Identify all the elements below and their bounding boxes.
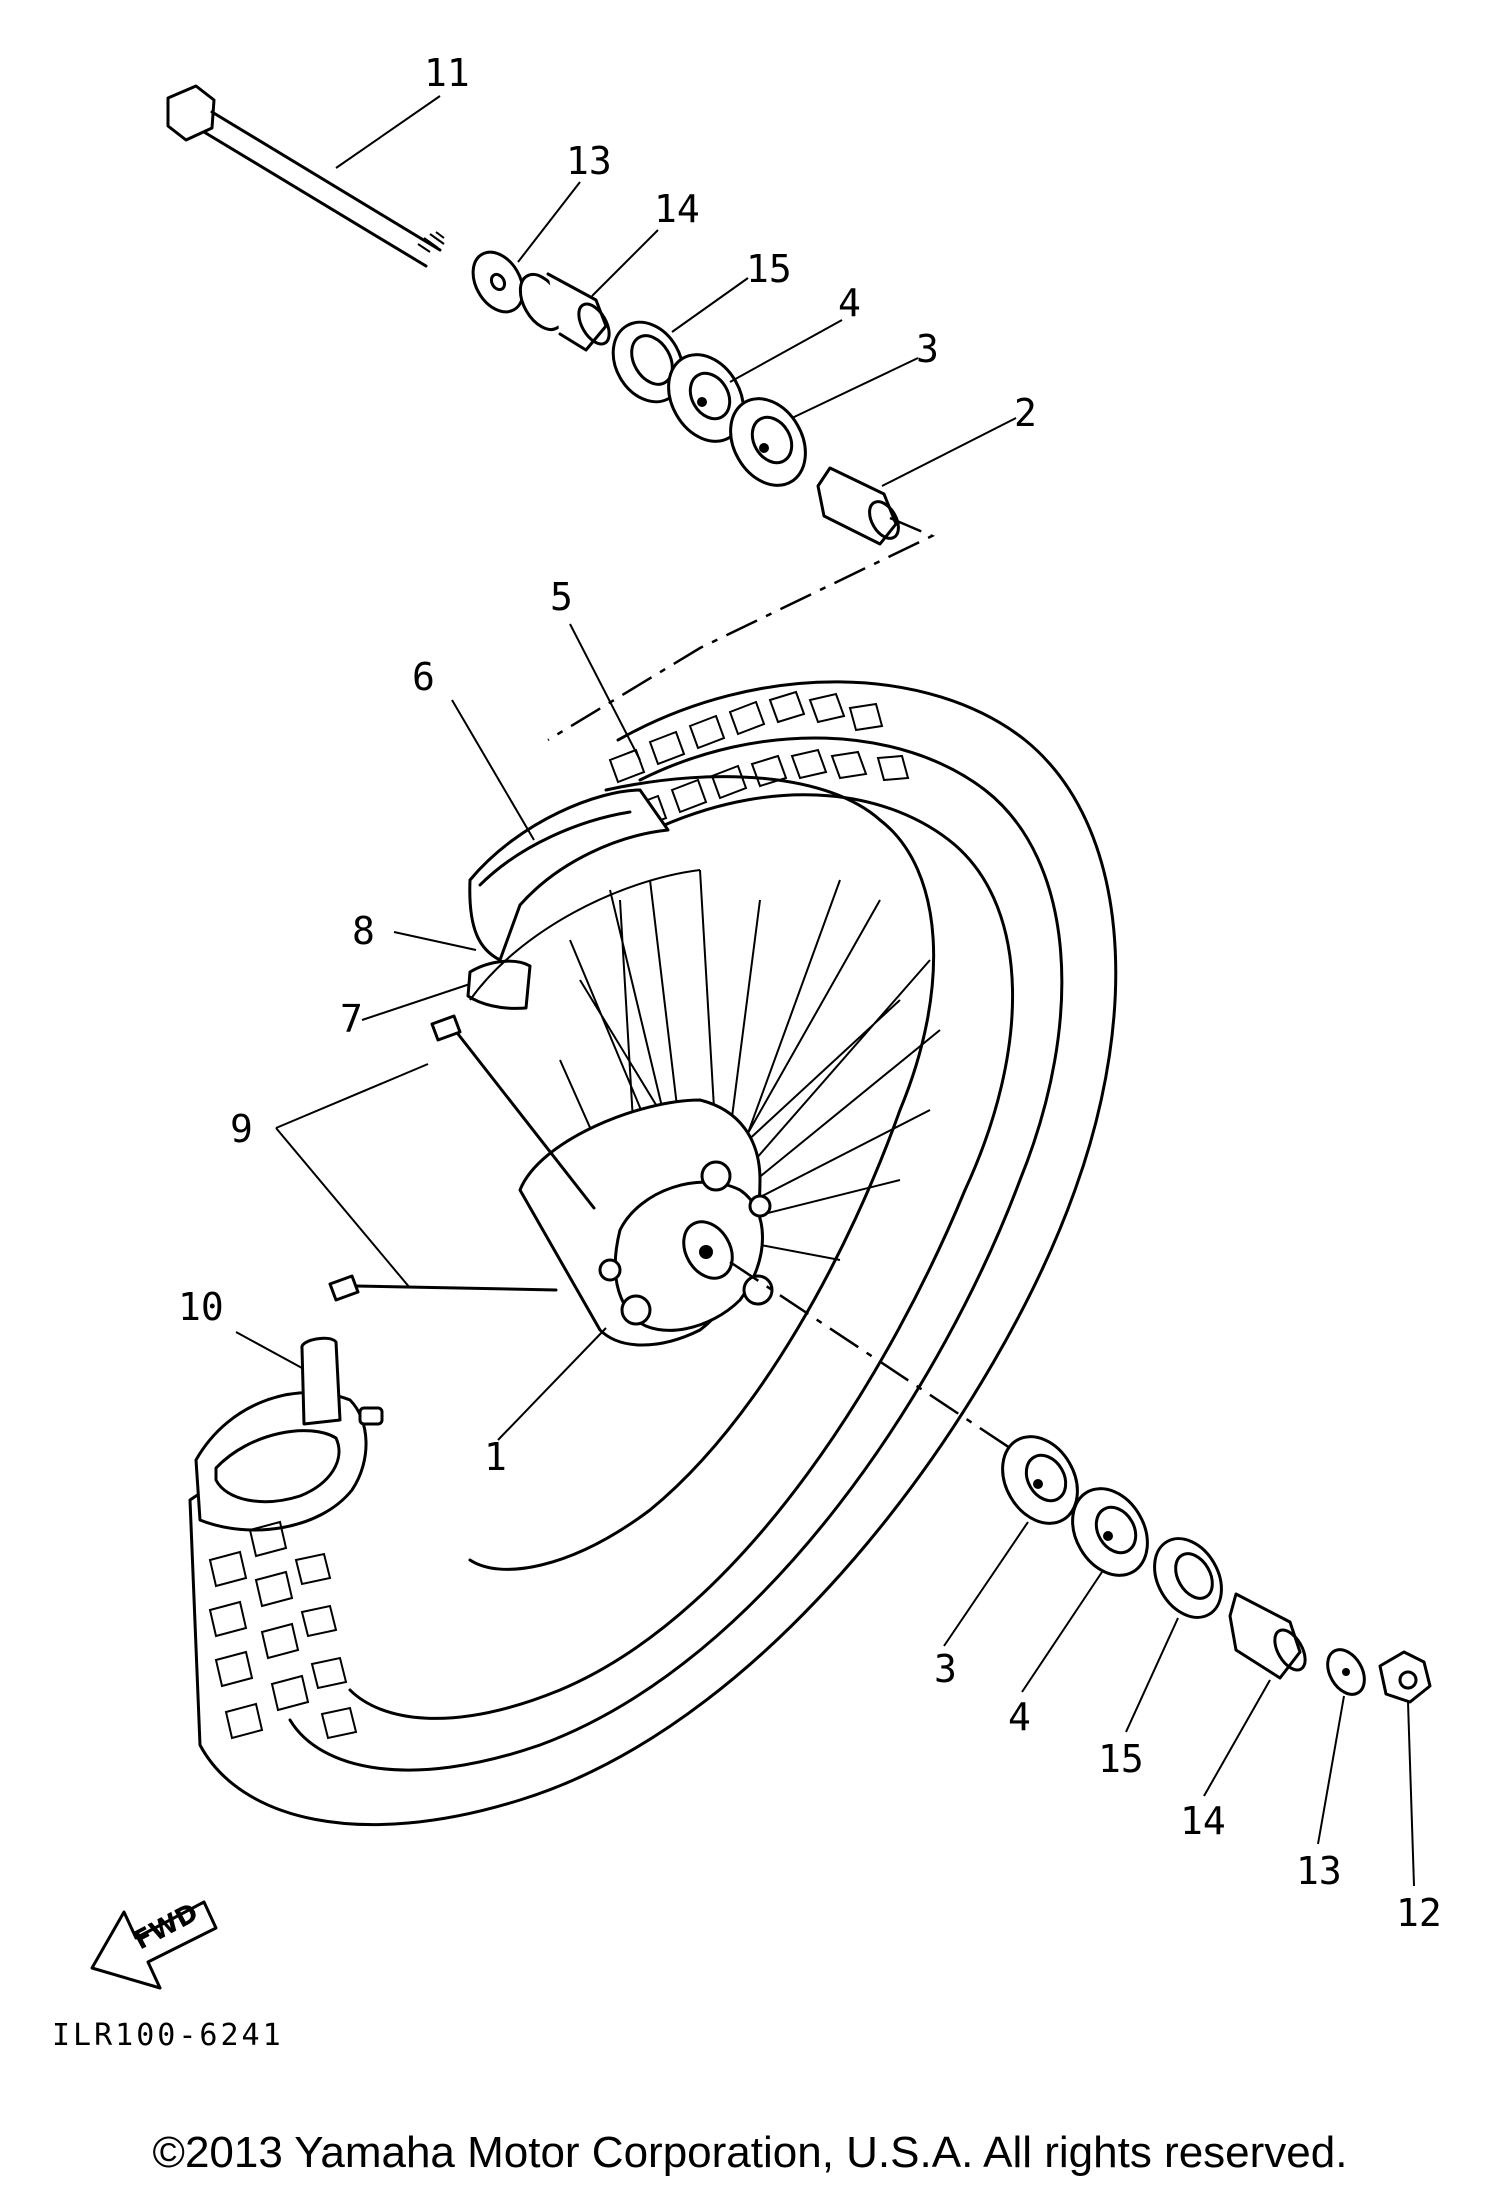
tube-part [468,788,670,962]
bearing-part-lower-4 [1071,1487,1149,1577]
callout-8: 8 [352,909,375,953]
spokes [469,869,941,1261]
washer-part-lower [1326,1648,1366,1696]
figure-code: ILR100-6241 [52,2018,284,2053]
spacer-part [816,466,900,546]
callout-13-upper: 13 [566,139,612,183]
collar-part-upper [518,272,611,352]
callout-14-upper: 14 [654,187,700,231]
copyright-notice: ©2013 Yamaha Motor Corporation, U.S.A. A… [152,2128,1348,2177]
callout-10: 10 [178,1285,224,1329]
rim-band-part [466,959,532,1010]
bearing-part-upper-3 [729,397,807,487]
callout-13-lower: 13 [1296,1849,1342,1893]
callout-3-upper: 3 [916,327,939,371]
callout-15-lower: 15 [1098,1737,1144,1781]
washer-part-upper [471,250,525,314]
hub-part [518,1098,774,1347]
spoke-nipple-part [328,1014,596,1302]
bearing-part-upper-4 [667,353,745,443]
leader-lines [235,95,1415,1887]
oil-seal-part-lower [1153,1537,1223,1619]
callout-7: 7 [340,997,363,1041]
callout-4-upper: 4 [838,281,861,325]
callout-9: 9 [230,1107,253,1151]
callout-5: 5 [550,575,573,619]
valve-part [300,1336,384,1426]
callout-12: 12 [1396,1891,1442,1935]
callout-6: 6 [412,655,435,699]
tire-part [188,680,1118,1827]
callout-2: 2 [1014,391,1037,435]
callout-labels: 11 13 14 15 4 3 2 5 6 8 7 9 10 1 3 4 15 … [178,51,1442,1935]
forward-arrow-icon: FWD [90,1898,218,1990]
axle-part [166,84,445,268]
collar-part-lower [1228,1592,1307,1680]
callout-15-upper: 15 [746,247,792,291]
callout-3-lower: 3 [934,1647,957,1691]
callout-11: 11 [424,51,470,95]
bearing-part-lower-3 [1001,1435,1079,1525]
callout-14-lower: 14 [1180,1799,1226,1843]
nut-part [1378,1650,1432,1704]
callout-1: 1 [484,1435,507,1479]
callout-4-lower: 4 [1008,1695,1031,1739]
